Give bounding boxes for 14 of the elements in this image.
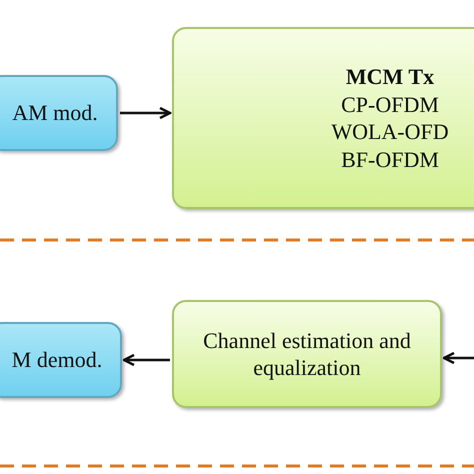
process-box [0, 75, 118, 151]
process-box [172, 300, 442, 408]
box-label: Channel estimation and equalization [202, 326, 412, 382]
process-box [172, 27, 474, 209]
box-label: M demod. [12, 346, 102, 374]
box-label: BF-OFDM [341, 146, 439, 173]
box-label: WOLA-OFD [331, 118, 449, 146]
arrow [120, 106, 172, 120]
box-label: AM mod. [12, 99, 98, 127]
arrow [122, 354, 170, 366]
box-heading: MCM Tx [346, 63, 434, 90]
process-box [0, 322, 122, 398]
arrow [442, 352, 474, 364]
box-label: CP-OFDM [341, 90, 439, 118]
